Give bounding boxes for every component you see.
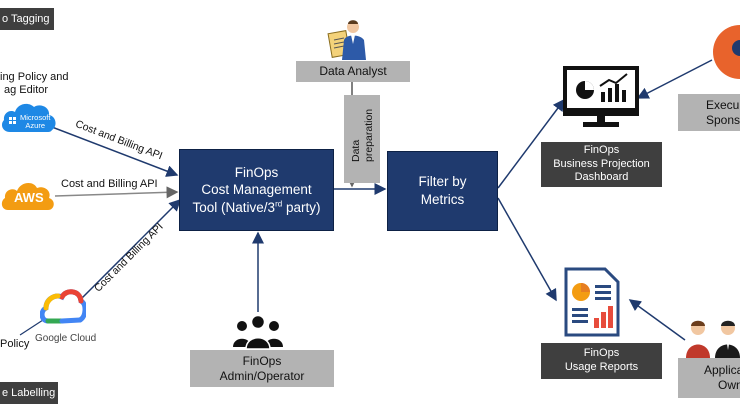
- azure-label-line1: Microsoft: [20, 113, 51, 122]
- aws-api-label: Cost and Billing API: [61, 178, 158, 190]
- labelling-label: e Labelling: [2, 387, 56, 399]
- policy-label-line2: ag Editor: [4, 84, 49, 97]
- google-cloud-icon: [40, 289, 86, 324]
- dashboard-line1: FinOps: [583, 143, 620, 156]
- tool-line3: Tool (Native/3rd party): [192, 199, 321, 215]
- app-line1: Applica: [704, 363, 740, 377]
- usage-reports-box: FinOps Usage Reports: [541, 343, 662, 379]
- policy-label: ing Policy and ag Editor: [0, 71, 69, 97]
- exec-line2: Spons: [706, 112, 740, 127]
- filter-by-metrics-box: Filter by Metrics: [387, 151, 498, 231]
- application-owner-box: Applica Owne: [678, 358, 740, 398]
- app-line2: Owne: [718, 378, 740, 392]
- admin-group-icon: [233, 314, 283, 349]
- tool-line1: FinOps: [234, 164, 279, 180]
- filter-to-usage-arrow: [497, 197, 557, 302]
- exec-line1: Execu: [706, 97, 740, 112]
- labelling-box: e Labelling: [0, 382, 58, 404]
- dashboard-line2: Business Projection: [553, 157, 650, 170]
- dashboard-monitor-icon: [563, 66, 639, 127]
- executive-sponsor-box: Execu Spons: [678, 94, 740, 131]
- admin-operator-box: FinOps Admin/Operator: [190, 350, 334, 387]
- tagging-label: o Tagging: [2, 13, 50, 25]
- admin-line2: Admin/Operator: [219, 368, 305, 383]
- azure-label: Microsoft Azure: [20, 113, 51, 131]
- data-preparation-label: Data preparation: [350, 109, 375, 162]
- filter-line1: Filter by: [418, 174, 467, 190]
- executive-sponsor-icon: [713, 25, 740, 79]
- finops-cost-management-tool: FinOps Cost Management Tool (Native/3rd …: [179, 149, 334, 231]
- usage-line2: Usage Reports: [564, 361, 639, 373]
- usage-report-icon: [564, 267, 620, 337]
- aws-label: AWS: [14, 190, 44, 205]
- dashboard-box: FinOps Business Projection Dashboard: [541, 142, 662, 187]
- app-to-usage-arrow: [628, 299, 686, 341]
- data-preparation-line2: preparation: [362, 108, 375, 162]
- gcp-policy-arrow: [19, 319, 44, 336]
- azure-to-tool-arrow: [51, 126, 179, 177]
- dashboard-line3: Dashboard: [574, 171, 629, 184]
- data-preparation-box: [344, 95, 380, 183]
- azure-cloud-icon: [2, 103, 56, 132]
- gcp-policy-label: Policy: [0, 338, 30, 350]
- admin-line1: FinOps: [242, 353, 282, 368]
- tagging-box: o Tagging: [0, 8, 54, 30]
- usage-line1: FinOps: [583, 347, 620, 360]
- aws-cloud-icon: [1, 182, 54, 210]
- gcp-label: Google Cloud: [35, 333, 97, 344]
- aws-to-tool-arrow: [54, 186, 179, 199]
- filter-line2: Metrics: [420, 192, 465, 207]
- data-analyst-label: Data Analyst: [319, 64, 387, 78]
- data-analyst-icon: [327, 20, 366, 60]
- gcp-to-tool-arrow: [79, 198, 182, 301]
- data-analyst-box: Data Analyst: [296, 61, 410, 82]
- policy-label-line1: ing Policy and: [0, 71, 69, 83]
- tool-line2: Cost Management: [201, 182, 312, 198]
- exec-to-dashboard-arrow: [636, 59, 713, 99]
- filter-to-dashboard-arrow: [497, 98, 565, 189]
- application-owner-icon: [686, 320, 740, 358]
- data-preparation-line1: Data: [350, 139, 362, 162]
- azure-label-line2: Azure: [25, 121, 45, 131]
